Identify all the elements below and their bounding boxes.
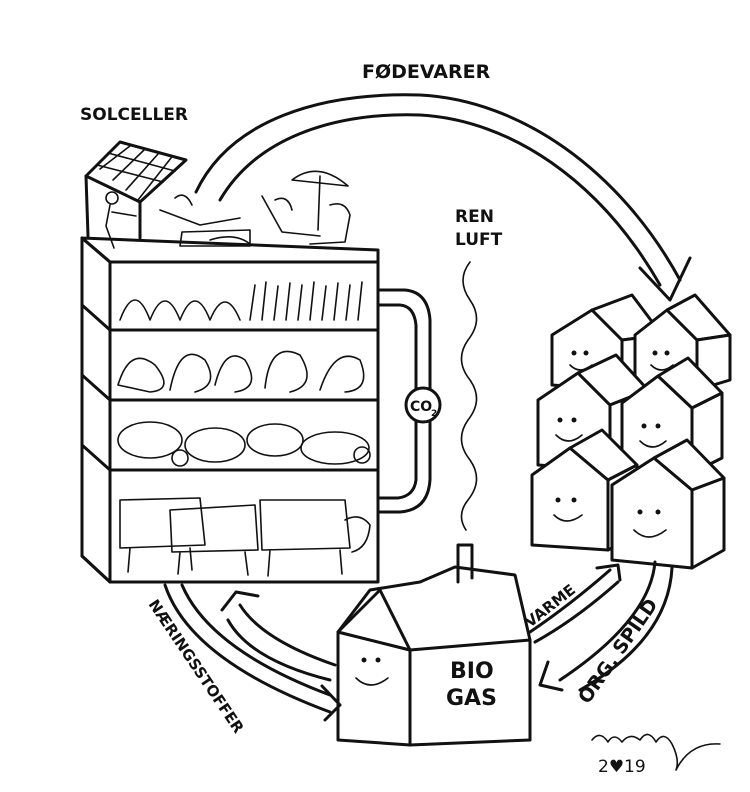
rooftop-people-icon [105, 170, 351, 249]
organic-waste-label: ORG. SPILD [574, 595, 662, 708]
clean-air-label-2: LUFT [455, 230, 503, 250]
biogas-label-2: GAS [446, 686, 497, 711]
co2-label: CO [410, 399, 432, 415]
solar-panel-icon [84, 140, 188, 240]
farm-building [80, 236, 380, 584]
house-icon [610, 438, 726, 570]
food-arrow [194, 93, 692, 302]
co2-circle [404, 386, 442, 424]
crops-level [119, 281, 363, 321]
heat-label: VARME [521, 581, 579, 631]
nutrients-label: NÆRINGSSTOFFER [145, 596, 248, 737]
co2-pipe [376, 288, 432, 514]
solar-label: SOLCELLER [80, 105, 188, 125]
houses-group [530, 293, 732, 570]
co2-subscript: 2 [431, 409, 437, 419]
heat-arrow [528, 563, 622, 644]
signature-scribble [591, 733, 721, 771]
signature-year: 2♥19 [598, 757, 646, 777]
nutrients-arrow [163, 583, 342, 722]
biogas-plant [336, 543, 532, 747]
food-label: FØDEVARER [362, 61, 491, 83]
clean-air-wave [460, 261, 478, 531]
cattle-level [119, 497, 371, 577]
clean-air-label-1: REN [455, 207, 494, 227]
organic-waste-arrow [538, 560, 674, 692]
poultry-level [117, 350, 365, 393]
biogas-label-1: BIO [450, 659, 494, 684]
pigs-level [117, 421, 371, 467]
